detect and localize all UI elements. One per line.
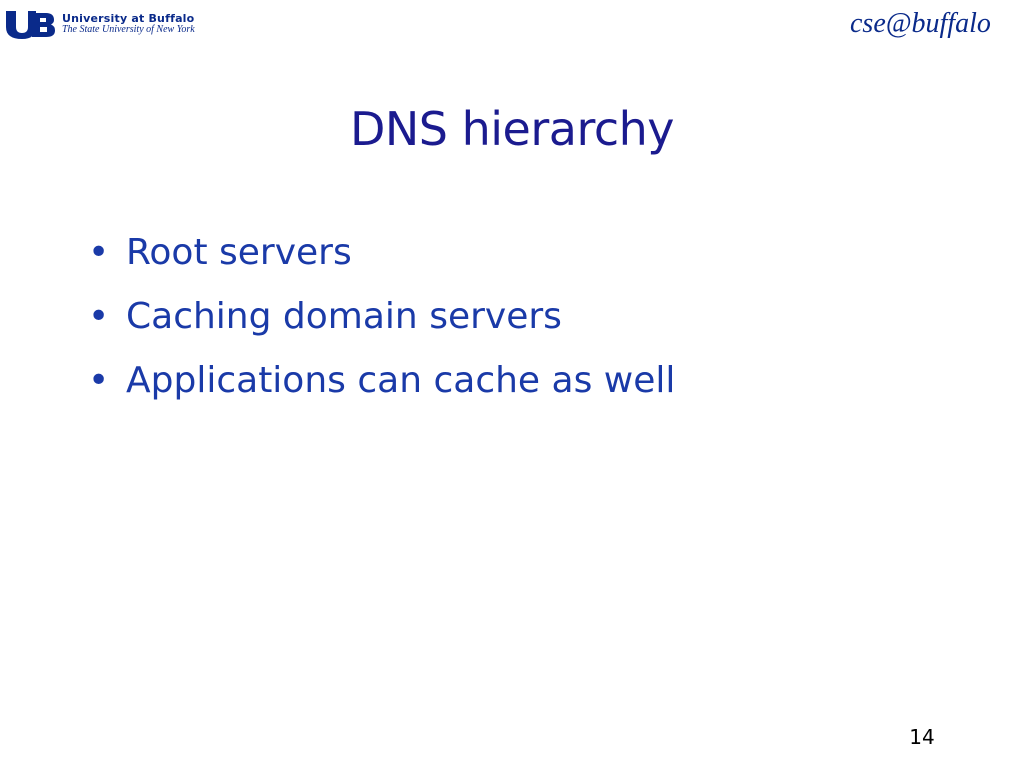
bullet-item: • Root servers — [88, 232, 675, 296]
ub-logo-subtitle: The State University of New York — [62, 23, 195, 35]
bullet-item: • Applications can cache as well — [88, 360, 675, 424]
cse-buffalo-logo: cse@buffalo — [850, 8, 991, 39]
slide-title: DNS hierarchy — [349, 102, 675, 156]
bullet-dot-icon: • — [88, 360, 110, 401]
bullet-dot-icon: • — [88, 232, 110, 273]
ub-logo-text: University at Buffalo The State Universi… — [62, 13, 195, 35]
ub-mark-icon — [6, 11, 55, 39]
bullet-text: Applications can cache as well — [126, 360, 676, 401]
bullet-text: Root servers — [126, 232, 352, 273]
bullet-dot-icon: • — [88, 296, 110, 337]
bullet-item: • Caching domain servers — [88, 296, 675, 360]
bullet-text: Caching domain servers — [126, 296, 562, 337]
ub-logo: University at Buffalo The State Universi… — [4, 6, 195, 42]
page-number: 14 — [909, 725, 935, 749]
bullet-list: • Root servers • Caching domain servers … — [88, 232, 675, 424]
ub-logo-name: University at Buffalo — [62, 11, 195, 25]
cse-buffalo-logo-text: cse@buffalo — [850, 8, 991, 39]
